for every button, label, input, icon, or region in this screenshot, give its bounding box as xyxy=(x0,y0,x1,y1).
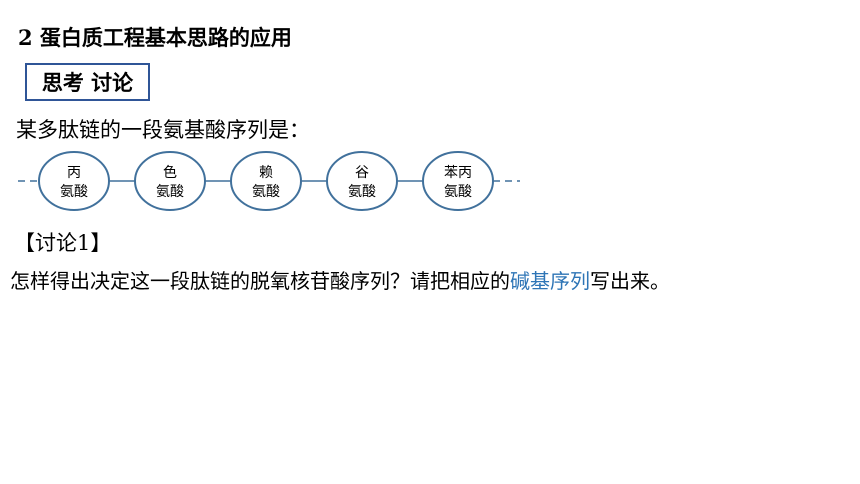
discussion-label: 【讨论1】 xyxy=(14,231,112,255)
amino-acid-name-line2: 氨酸 xyxy=(156,184,184,200)
amino-acid-ellipse xyxy=(134,151,206,211)
amino-acid-name-line2: 氨酸 xyxy=(252,184,280,200)
intro-text: 某多肽链的一段氨基酸序列是： xyxy=(16,118,310,142)
amino-acid-ellipse xyxy=(422,151,494,211)
amino-acid-name-line2: 氨酸 xyxy=(444,184,472,200)
amino-acid-name-line1: 丙 xyxy=(67,165,81,181)
amino-acid-name-line1: 赖 xyxy=(259,165,273,181)
section-title: 2 蛋白质工程基本思路的应用 xyxy=(18,25,292,50)
think-discuss-label: 思考 讨论 xyxy=(41,71,134,95)
amino-acid-ellipse xyxy=(326,151,398,211)
amino-acid-node: 赖氨酸 xyxy=(230,151,302,211)
amino-acid-name-line1: 苯丙 xyxy=(444,164,472,181)
amino-acid-node: 色氨酸 xyxy=(134,151,206,211)
question-text-before: 怎样得出决定这一段肽链的脱氧核苷酸序列？请把相应的 xyxy=(10,269,510,293)
amino-acid-ellipse xyxy=(38,151,110,211)
amino-acid-name-line2: 氨酸 xyxy=(60,184,88,200)
amino-acid-ellipse xyxy=(230,151,302,211)
question-text-after: 写出来。 xyxy=(590,269,670,293)
amino-acid-node: 丙氨酸 xyxy=(38,151,110,211)
amino-acid-node: 谷氨酸 xyxy=(326,151,398,211)
amino-acid-name-line2: 氨酸 xyxy=(348,184,376,200)
discussion-question: 怎样得出决定这一段肽链的脱氧核苷酸序列？请把相应的碱基序列写出来。 xyxy=(10,265,670,294)
think-discuss-box: 思考 讨论 xyxy=(25,63,150,101)
amino-acid-name-line1: 色 xyxy=(163,164,177,181)
question-highlight: 碱基序列 xyxy=(510,269,590,293)
amino-acid-name-line1: 谷 xyxy=(355,165,369,181)
